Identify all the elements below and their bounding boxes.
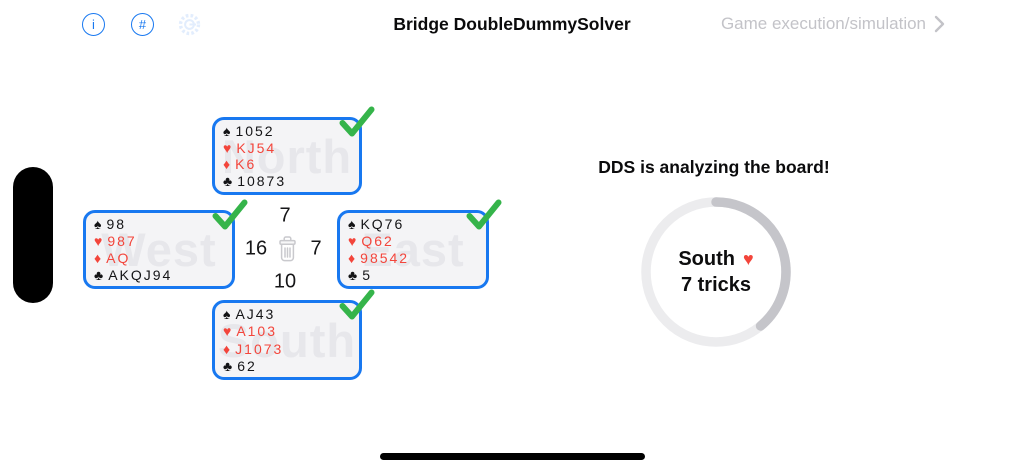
home-indicator[interactable] <box>380 453 645 460</box>
trash-icon <box>278 236 296 262</box>
diamond-icon: ♦ <box>94 250 102 266</box>
spades-row: ♠ KQ76 <box>348 216 478 232</box>
diamond-cards: AQ <box>106 250 131 266</box>
progress-arc <box>641 197 791 347</box>
spades-row: ♠ AJ43 <box>223 306 351 322</box>
hearts-row: ♥ 987 <box>94 233 224 249</box>
club-cards: 5 <box>362 267 372 283</box>
camera-housing <box>13 167 53 303</box>
heart-cards: KJ54 <box>236 139 277 156</box>
hand-west[interactable]: West ♠ 98 ♥ 987 ♦ AQ ♣ AKQJ94 <box>83 199 248 289</box>
diamond-icon: ♦ <box>348 250 356 266</box>
hcp-south: 10 <box>273 270 297 293</box>
spade-cards: 98 <box>106 216 127 232</box>
spade-icon: ♠ <box>223 122 231 139</box>
club-cards: 62 <box>237 357 257 374</box>
heart-cards: A103 <box>236 323 278 340</box>
nav-label: Game execution/simulation <box>720 14 926 33</box>
info-icon: i <box>92 17 95 32</box>
hand-east[interactable]: East ♠ KQ76 ♥ Q62 ♦ 98542 ♣ 5 <box>337 199 502 289</box>
clubs-row: ♣ 62 <box>223 358 351 374</box>
heart-icon: ♥ <box>348 233 357 249</box>
checkmark-icon <box>212 199 248 230</box>
hearts-row: ♥ KJ54 <box>223 140 351 156</box>
hcp-west: 16 <box>244 237 268 260</box>
checkmark-icon <box>466 199 502 230</box>
analysis-result: South ♥ 7 tricks <box>636 192 796 352</box>
hearts-row: ♥ A103 <box>223 323 351 339</box>
spade-icon: ♠ <box>348 216 356 232</box>
spade-cards: KQ76 <box>360 216 405 232</box>
info-button[interactable]: i <box>82 13 105 36</box>
spades-row: ♠ 1052 <box>223 123 351 139</box>
club-icon: ♣ <box>348 267 358 283</box>
diamond-icon: ♦ <box>223 156 231 173</box>
heart-icon: ♥ <box>94 233 103 249</box>
heart-icon: ♥ <box>742 248 754 269</box>
heart-icon: ♥ <box>223 139 232 156</box>
clubs-row: ♣ 5 <box>348 267 478 283</box>
gear-icon <box>178 13 201 36</box>
spade-cards: 1052 <box>235 122 275 139</box>
board-number-button[interactable]: # <box>131 13 154 36</box>
spade-cards: AJ43 <box>235 306 276 323</box>
spade-icon: ♠ <box>94 216 102 232</box>
chevron-right-icon <box>934 15 945 33</box>
diamonds-row: ♦ J1073 <box>223 341 351 357</box>
settings-button[interactable] <box>176 11 203 38</box>
declarer-name: South <box>678 247 735 270</box>
club-cards: AKQJ94 <box>108 267 173 283</box>
hash-icon: # <box>138 17 147 32</box>
checkmark-icon <box>339 289 375 320</box>
analysis-status-text: DDS is analyzing the board! <box>598 157 830 177</box>
diamonds-row: ♦ 98542 <box>348 250 478 266</box>
hearts-row: ♥ Q62 <box>348 233 478 249</box>
diamond-cards: 98542 <box>360 250 410 266</box>
clubs-row: ♣ AKQJ94 <box>94 267 224 283</box>
hand-south[interactable]: South ♠ AJ43 ♥ A103 ♦ J1073 ♣ 62 <box>212 289 375 380</box>
diamonds-row: ♦ AQ <box>94 250 224 266</box>
checkmark-icon <box>339 106 375 137</box>
heart-cards: Q62 <box>361 233 394 249</box>
diamond-icon: ♦ <box>223 340 231 357</box>
tricks-text: 7 tricks <box>680 273 752 296</box>
diamond-cards: J1073 <box>235 340 284 357</box>
spades-row: ♠ 98 <box>94 216 224 232</box>
heart-icon: ♥ <box>223 323 232 340</box>
heart-cards: 987 <box>107 233 137 249</box>
clubs-row: ♣ 10873 <box>223 173 351 189</box>
clear-deal-button[interactable] <box>275 235 299 263</box>
hcp-east: 7 <box>310 237 322 260</box>
diamond-cards: K6 <box>235 156 257 173</box>
club-icon: ♣ <box>223 173 233 190</box>
spade-icon: ♠ <box>223 306 231 323</box>
diamonds-row: ♦ K6 <box>223 156 351 172</box>
club-icon: ♣ <box>94 267 104 283</box>
hcp-north: 7 <box>279 204 291 227</box>
hand-north[interactable]: North ♠ 1052 ♥ KJ54 ♦ K6 ♣ 10873 <box>212 106 375 195</box>
club-icon: ♣ <box>223 357 233 374</box>
progress-ring <box>641 197 791 347</box>
nav-game-execution[interactable]: Game execution/simulation <box>721 14 945 34</box>
club-cards: 10873 <box>237 173 287 190</box>
declarer-line: South ♥ <box>678 248 753 271</box>
